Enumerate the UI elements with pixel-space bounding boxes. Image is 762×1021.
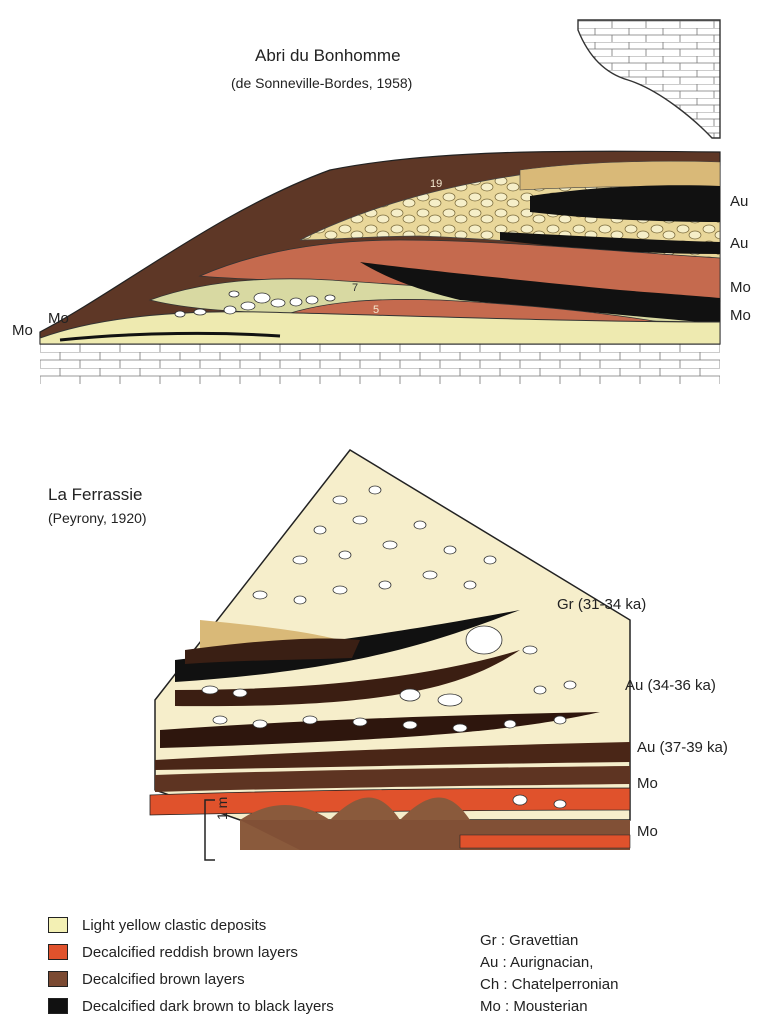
bottom-title: La Ferrassie xyxy=(48,485,142,505)
scale-label: 1 m xyxy=(214,797,230,820)
legend-swatch xyxy=(48,971,68,987)
legend-item-light-yellow: Light yellow clastic deposits xyxy=(48,914,266,936)
legend-item-black: Decalcified dark brown to black layers xyxy=(48,995,334,1017)
legend-swatch xyxy=(48,998,68,1014)
legend-swatch xyxy=(48,944,68,960)
bottom-label-gr: Gr (31-34 ka) xyxy=(557,596,646,613)
legend-item-reddish-brown: Decalcified reddish brown layers xyxy=(48,941,298,963)
bottom-label-au-2: Au (37-39 ka) xyxy=(637,739,728,756)
bottom-label-au-1: Au (34-36 ka) xyxy=(625,677,716,694)
abbreviation-mo: Mo : Mousterian xyxy=(480,998,588,1015)
bottom-subtitle: (Peyrony, 1920) xyxy=(48,510,147,526)
abbreviation-gr: Gr : Gravettian xyxy=(480,932,578,949)
legend-label: Decalcified reddish brown layers xyxy=(82,944,298,961)
legend-swatch xyxy=(48,917,68,933)
legend-label: Light yellow clastic deposits xyxy=(82,917,266,934)
bottom-label-mo-2: Mo xyxy=(637,823,658,840)
legend-label: Decalcified dark brown to black layers xyxy=(82,998,334,1015)
bottom-label-mo-1: Mo xyxy=(637,775,658,792)
ferrassie-layers xyxy=(150,450,630,850)
abbreviation-au: Au : Aurignacian, xyxy=(480,954,593,971)
abbreviation-ch: Ch : Chatelperronian xyxy=(480,976,618,993)
legend-label: Decalcified brown layers xyxy=(82,971,245,988)
legend-item-brown: Decalcified brown layers xyxy=(48,968,245,990)
